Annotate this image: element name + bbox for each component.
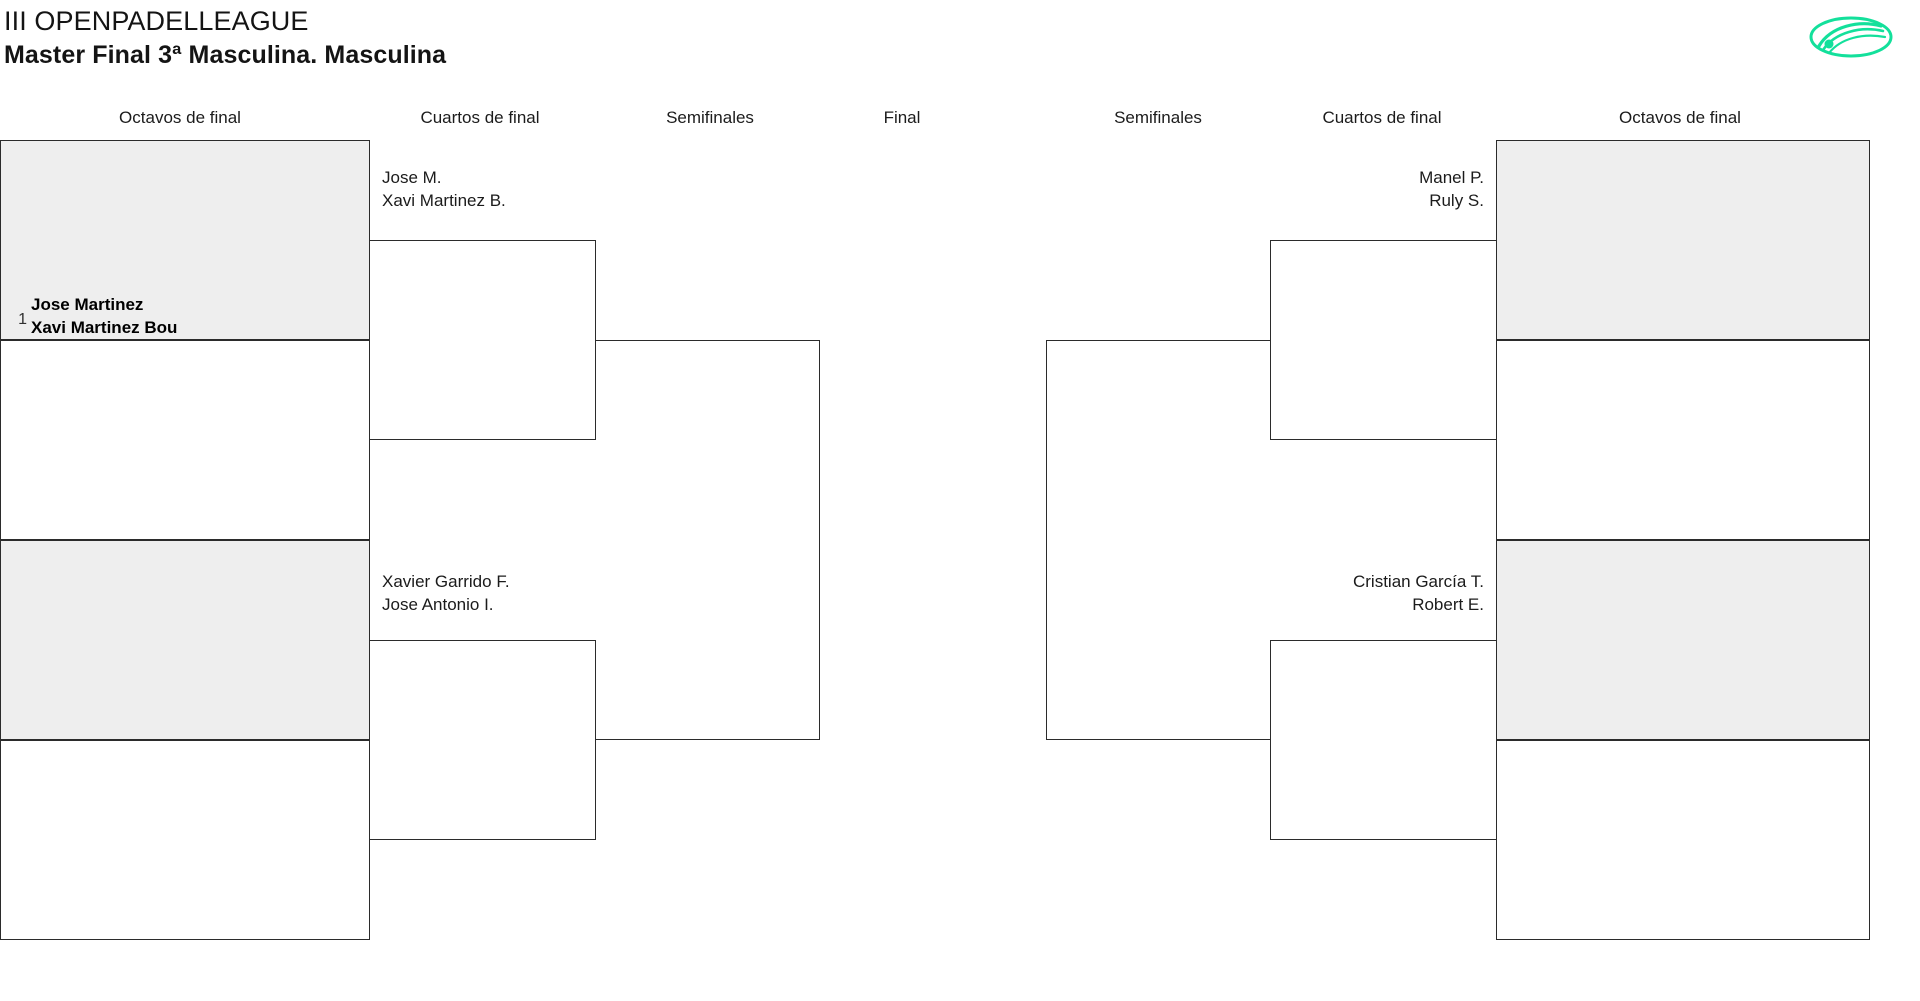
advancing-team-left-qf-1-line2: Xavi Martinez B. <box>382 191 506 210</box>
tournament-name: III OPENPADELLEAGUE <box>4 6 309 36</box>
advancing-team-right-qf-1-line2: Ruly S. <box>1429 191 1484 210</box>
round-header-right-semis: Semifinales <box>1114 108 1202 127</box>
match-box-right-3[interactable]: 13 Cristian García Torres Robert Escarme… <box>1496 540 1870 740</box>
round-header-left-semis: Semifinales <box>666 108 754 127</box>
advancing-team-right-qf-2-line2: Robert E. <box>1412 595 1484 614</box>
openpadelleague-logo <box>1809 14 1893 60</box>
connector-right-qf-2 <box>1270 640 1496 840</box>
match-box-left-2[interactable]: 3 Raul Aguado Hontoria Ivan Figueredo 10… <box>0 340 370 540</box>
connector-right-qf-1 <box>1270 240 1496 440</box>
advancing-team-right-qf-1-line1: Manel P. <box>1419 168 1484 187</box>
round-header-final: Final <box>883 108 921 127</box>
player-line: Xavi Martinez Bou <box>31 318 178 337</box>
round-header-left-octavos: Octavos de final <box>119 108 241 127</box>
match-box-left-4[interactable]: 7 Pedro Garcia Quijada German Perez Muda… <box>0 740 370 940</box>
advancing-team-right-qf-2-line1: Cristian García T. <box>1352 572 1484 591</box>
match-box-left-3[interactable]: 5 Xavier Garrido Fuentes Jose Antonio Ip… <box>0 540 370 740</box>
tournament-category: Master Final 3ª Masculina. Masculina <box>4 41 447 69</box>
advancing-team-left-qf-2-line2: Jose Antonio I. <box>382 595 494 614</box>
connector-left-qf-1 <box>370 240 596 440</box>
advancing-team-left-qf-1-line1: Jose M. <box>382 168 442 187</box>
connector-left-qf-2 <box>370 640 596 840</box>
advancing-team-left-qf-2-line1: Xavier Garrido F. <box>382 572 510 591</box>
round-header-right-octavos: Octavos de final <box>1619 108 1741 127</box>
page-header: III OPENPADELLEAGUE Master Final 3ª Masc… <box>0 0 1920 90</box>
match-box-left-1[interactable]: 1 Jose Martinez Xavi Martinez Bou 2 BYE <box>0 140 370 340</box>
player-line: Jose Martinez <box>31 295 144 314</box>
round-header-left-cuartos: Cuartos de final <box>420 108 540 127</box>
match-box-right-4[interactable]: 15 Javier Castillo Morán Jose Luis Casta… <box>1496 740 1870 940</box>
round-header-right-cuartos: Cuartos de final <box>1322 108 1442 127</box>
connector-left-semifinal <box>596 340 820 740</box>
seed-number: 1 <box>18 311 27 328</box>
match-box-right-1[interactable]: 9 Manel Palacios Ruly Salvatierra 10 BYE <box>1496 140 1870 340</box>
connector-right-semifinal <box>1046 340 1270 740</box>
match-box-right-2[interactable]: 11 Jordi López Filomeno Marc Mico 08/06/… <box>1496 340 1870 540</box>
